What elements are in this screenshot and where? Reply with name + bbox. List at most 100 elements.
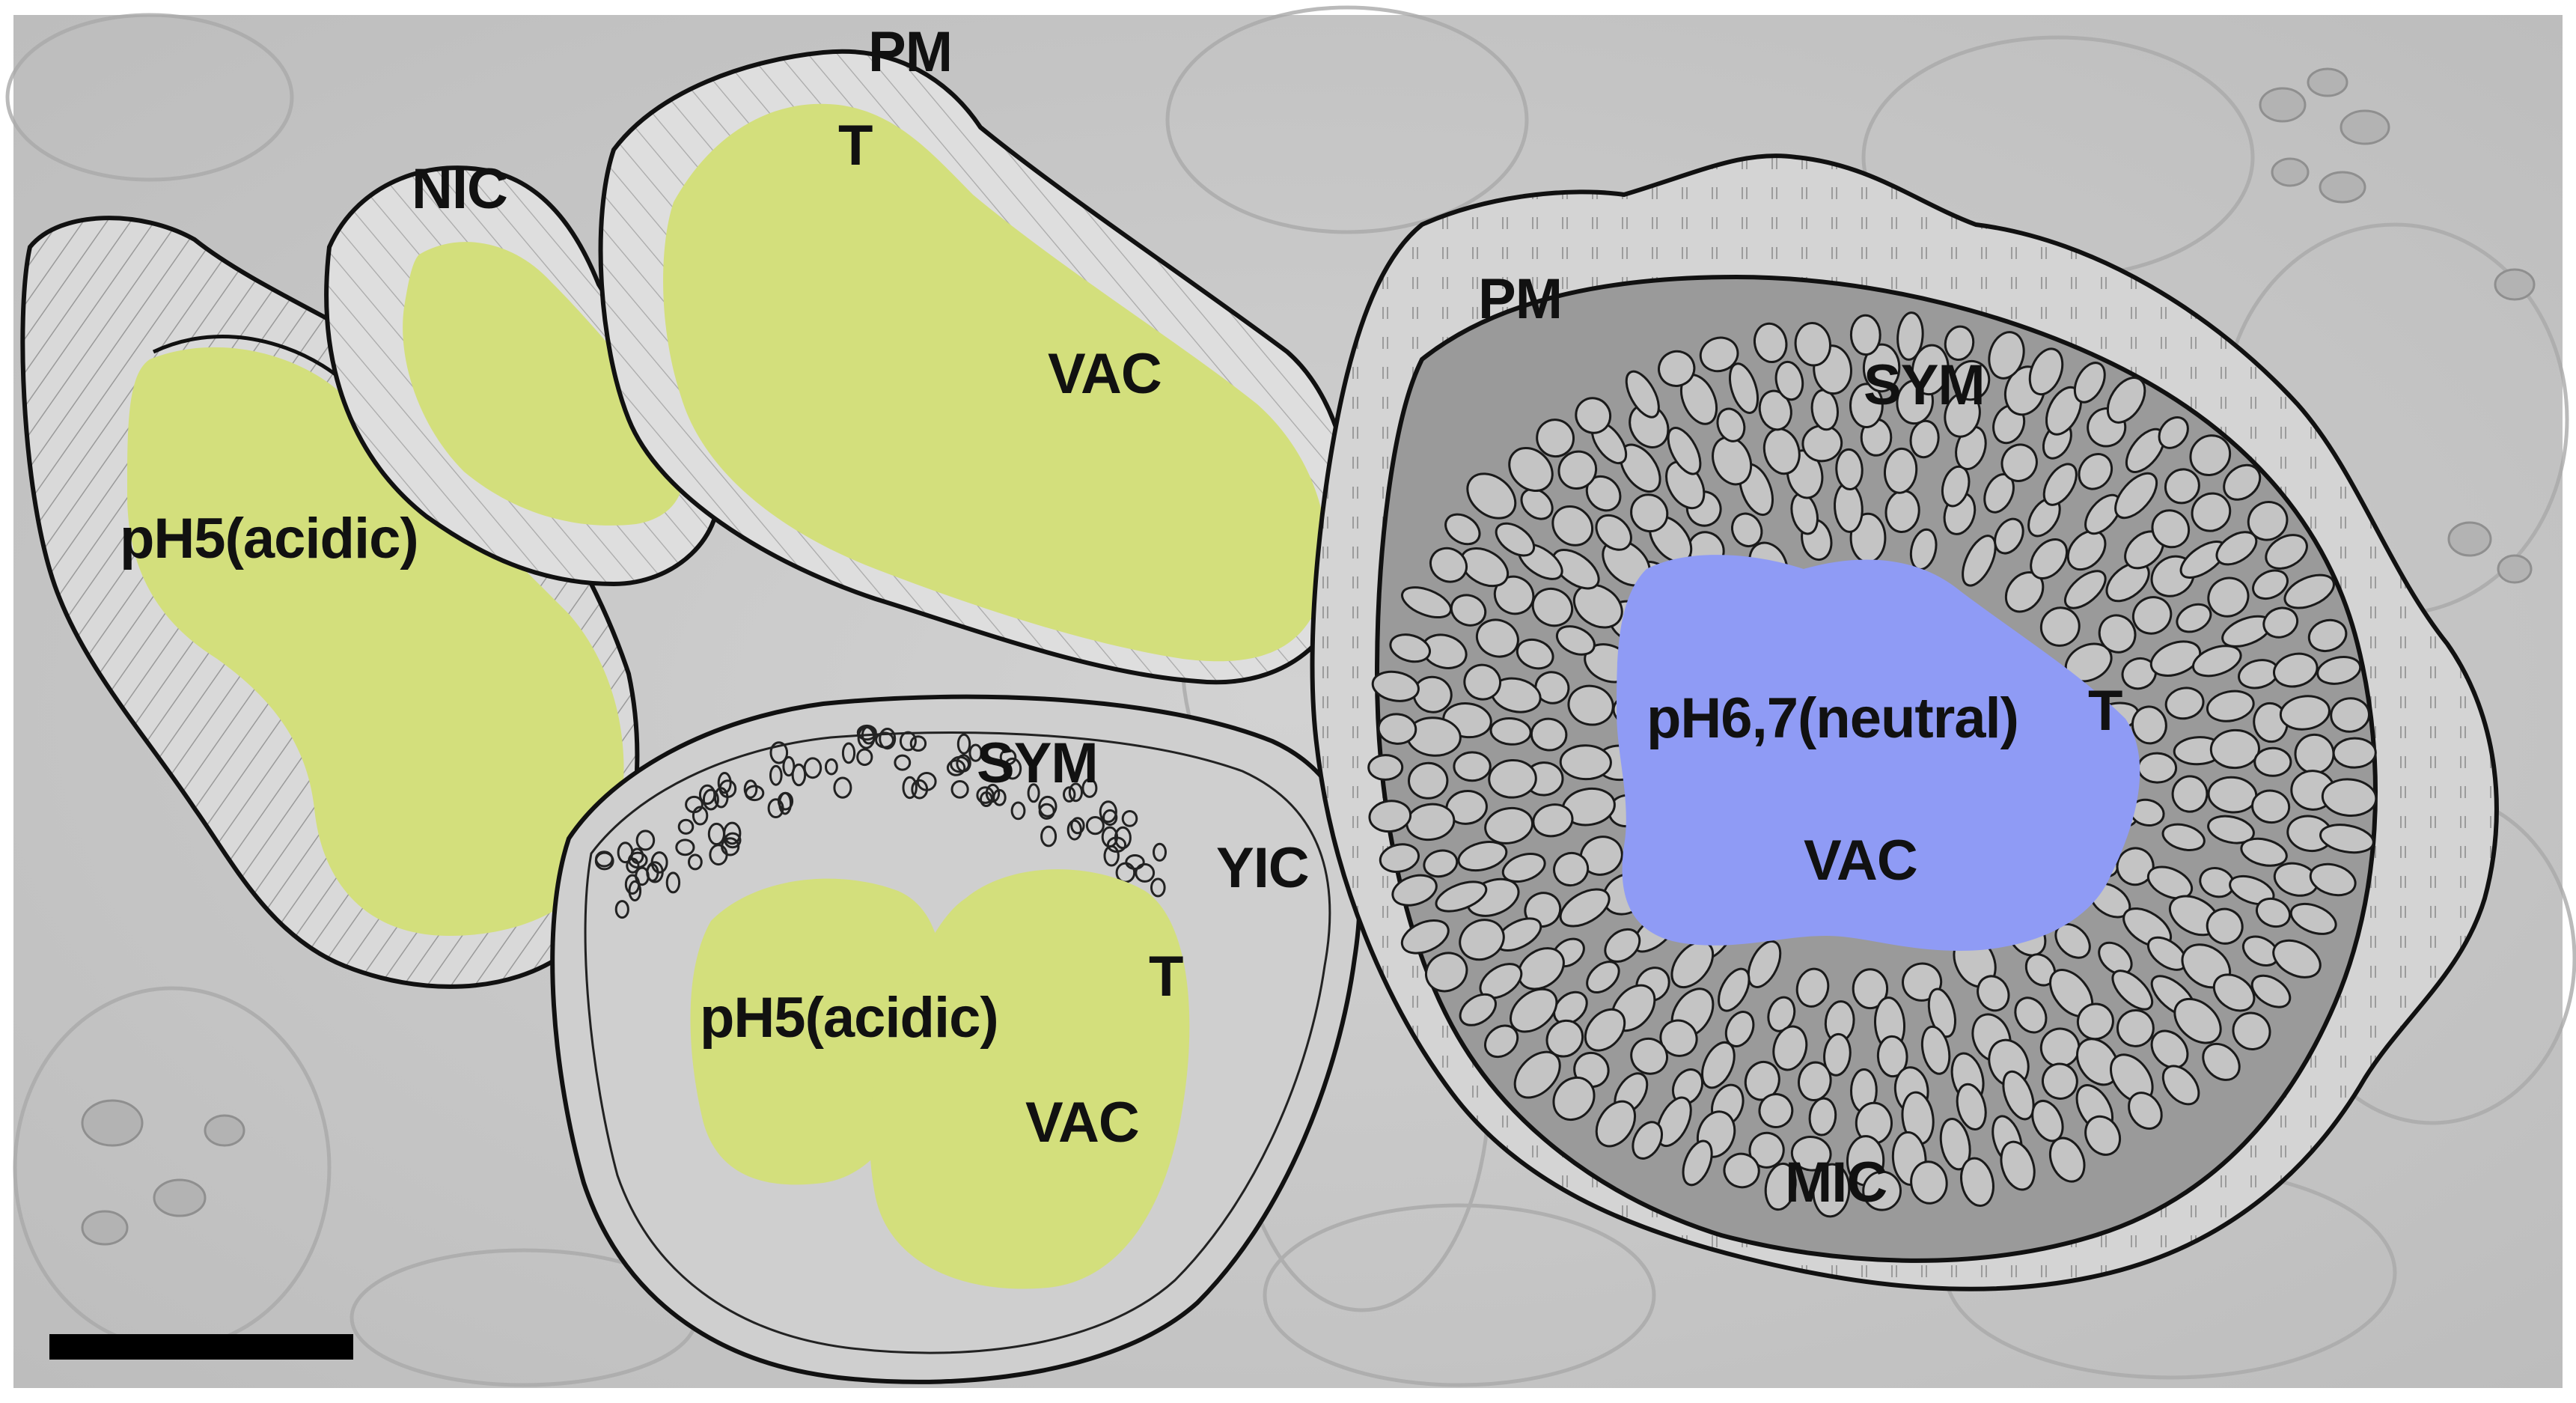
vesicle <box>1150 877 1166 898</box>
symbiosome <box>2066 529 2107 571</box>
symbiosome <box>2272 939 2322 979</box>
vesicle <box>956 754 971 773</box>
label-t-middle: T <box>1149 945 1183 1008</box>
symbiosome <box>1604 928 1641 963</box>
symbiosome <box>1435 880 1488 913</box>
symbiosome <box>1429 547 1468 583</box>
symbiosome <box>1758 1093 1794 1128</box>
symbiosome <box>2253 746 2292 777</box>
vesicle <box>721 837 740 856</box>
label-mic: MIC <box>1785 1151 1887 1214</box>
symbiosome <box>1572 583 1623 629</box>
symbiosome <box>1797 1061 1832 1102</box>
symbiosome <box>1551 505 1594 547</box>
symbiosome <box>1699 336 1739 373</box>
symbiosome <box>2206 690 2255 722</box>
vesicle <box>769 741 789 764</box>
symbiosome <box>2078 453 2113 490</box>
symbiosome <box>2076 1002 2114 1041</box>
symbiosome <box>2240 837 2288 867</box>
symbiosome <box>1625 370 1660 419</box>
symbiosome <box>1484 806 1534 844</box>
symbiosome <box>1952 359 1991 401</box>
symbiosome <box>1553 990 1588 1025</box>
label-vac-top: VAC <box>1048 342 1162 406</box>
vesicle <box>688 853 703 871</box>
symbiosome <box>1584 1008 1626 1052</box>
symbiosome <box>1790 1136 1832 1172</box>
symbiosome <box>2223 463 2262 501</box>
symbiosome <box>2250 974 2292 1008</box>
symbiosome <box>1716 407 1746 442</box>
symbiosome <box>1808 1097 1837 1136</box>
symbiosome <box>1516 638 1554 670</box>
symbiosome <box>2128 1092 2163 1130</box>
vesicle <box>769 764 783 786</box>
label-t-top: T <box>838 114 873 177</box>
symbiosome <box>1927 987 1956 1038</box>
label-ph5-middle: pH5(acidic) <box>700 986 998 1050</box>
symbiosome <box>1956 1083 1987 1130</box>
symbiosome <box>1459 919 1505 961</box>
symbiosome <box>1367 754 1404 781</box>
symbiosome <box>2014 996 2048 1034</box>
symbiosome <box>2161 1065 2200 1106</box>
vesicle <box>1040 825 1057 847</box>
vesicle <box>702 788 719 811</box>
symbiosome <box>1718 967 1751 1012</box>
symbiosome <box>1423 849 1459 878</box>
symbiosome <box>1682 1139 1713 1187</box>
symbiosome <box>2321 778 2378 817</box>
left-cell-vacuole <box>127 347 624 936</box>
symbiosome <box>1391 874 1438 907</box>
symbiosome <box>2232 1011 2271 1050</box>
symbiosome <box>1479 963 1523 999</box>
symbiosome <box>1944 325 1975 361</box>
symbiosome <box>2151 509 2191 549</box>
vesicle <box>857 725 876 749</box>
symbiosome <box>2150 1029 2189 1069</box>
symbiosome <box>2106 377 2146 424</box>
symbiosome <box>1994 517 2024 555</box>
vesicle <box>724 832 742 849</box>
symbiosome <box>2251 789 2291 824</box>
symbiosome <box>1896 311 1924 361</box>
symbiosome <box>1920 1025 1951 1075</box>
symbiosome <box>1876 1035 1908 1078</box>
vesicle <box>1081 778 1098 798</box>
label-pm-right: PM <box>1478 267 1562 331</box>
symbiosome <box>1459 993 1497 1026</box>
symbiosome <box>2209 728 2260 770</box>
symbiosome <box>2000 1140 2036 1191</box>
symbiosome <box>2309 862 2357 897</box>
symbiosome <box>1531 587 1574 627</box>
symbiosome <box>1553 851 1590 887</box>
symbiosome <box>1520 487 1554 520</box>
symbiosome <box>1517 947 1565 990</box>
symbiosome <box>2030 538 2069 579</box>
symbiosome <box>2176 603 2212 633</box>
symbiosome <box>2247 501 2289 541</box>
symbiosome <box>2116 1008 2155 1047</box>
vesicle <box>595 850 614 868</box>
symbiosome <box>1484 1024 1519 1059</box>
vesicle <box>1121 810 1138 827</box>
vesicle <box>628 851 648 869</box>
vesicle <box>911 779 929 800</box>
symbiosome <box>1723 1152 1760 1189</box>
symbiosome <box>1379 843 1420 873</box>
symbiosome <box>2028 347 2064 396</box>
vesicle <box>717 772 732 794</box>
vesicle <box>617 842 634 864</box>
vesicle <box>1027 783 1040 803</box>
symbiosome <box>1595 1100 1637 1148</box>
symbiosome <box>1377 713 1417 745</box>
vesicle <box>946 759 966 776</box>
vesicle <box>743 779 758 799</box>
symbiosome <box>1909 419 1940 459</box>
symbiosome <box>1371 670 1420 702</box>
symbiosome <box>2149 640 2202 677</box>
vesicle <box>833 776 852 799</box>
label-ph5-left: pH5(acidic) <box>120 507 418 570</box>
symbiosome <box>1794 322 1831 367</box>
